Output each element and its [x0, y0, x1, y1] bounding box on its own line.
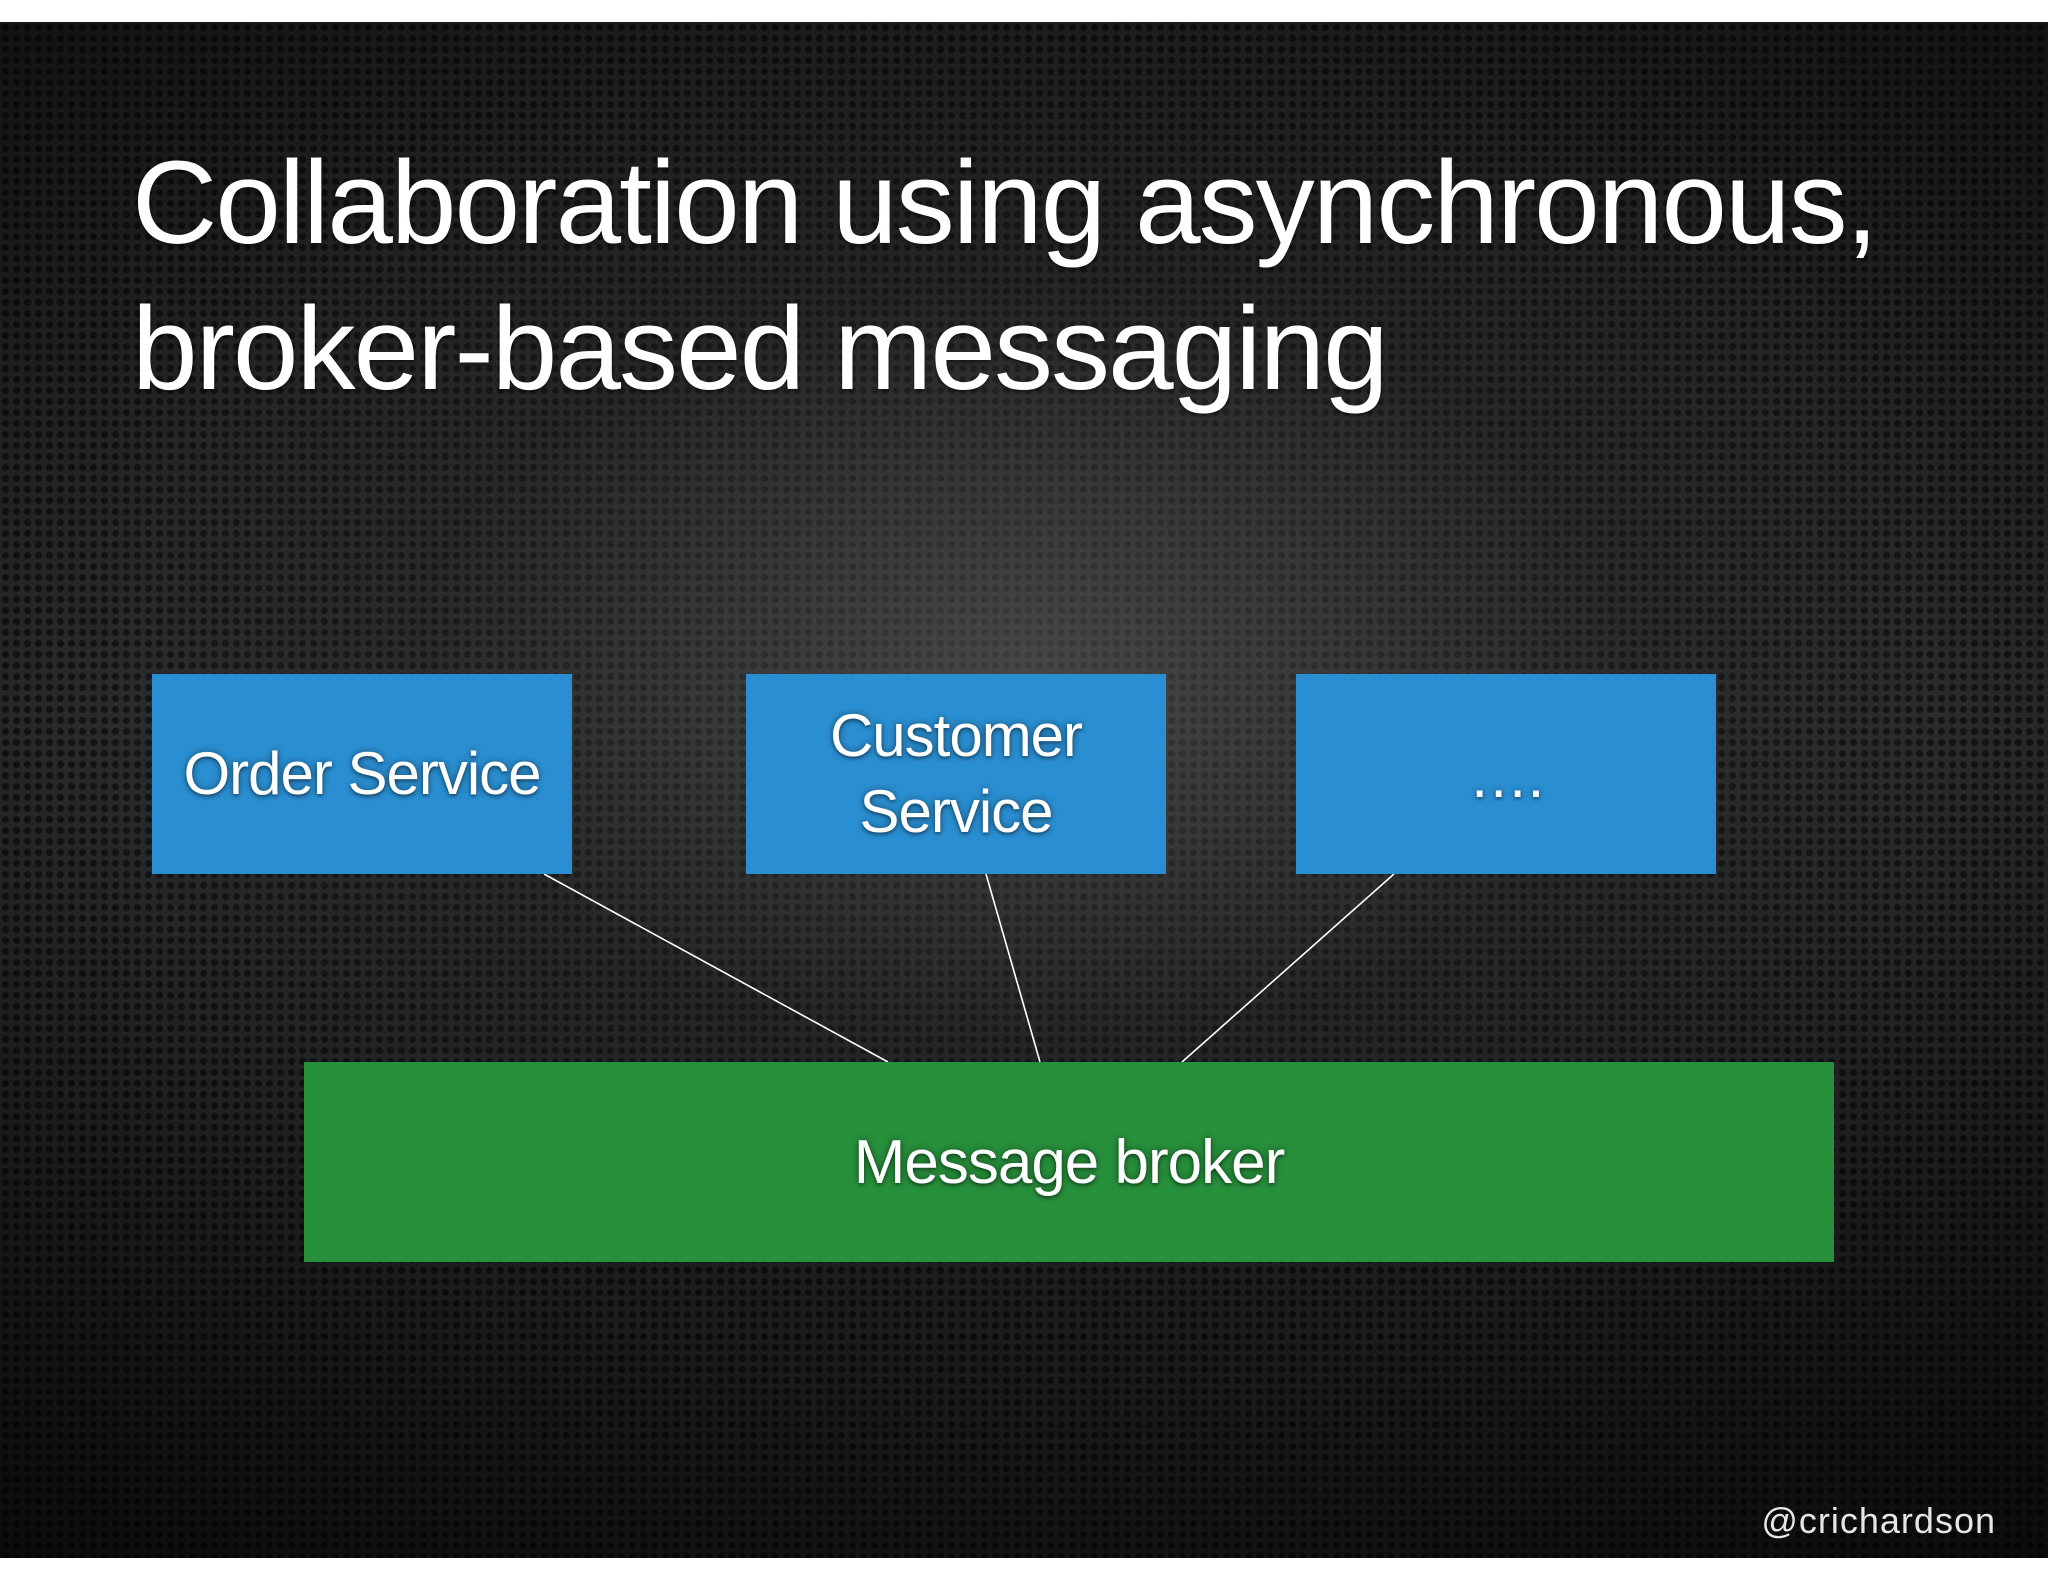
customer-service-label-line-2: Service: [859, 778, 1053, 845]
order-service-box: Order Service: [152, 674, 572, 874]
connector-order-to-broker: [543, 873, 889, 1063]
slide-title-line-1: Collaboration using asynchronous,: [132, 137, 1878, 269]
more-services-box: ….: [1296, 674, 1716, 874]
customer-service-label-line-1: Customer: [829, 702, 1083, 769]
message-broker-label: Message broker: [853, 1127, 1286, 1197]
slide: Collaboration using asynchronous, broker…: [0, 22, 2048, 1558]
slide-title-line-2: broker-based messaging: [132, 283, 1389, 415]
connector-customer-to-broker: [985, 873, 1041, 1063]
more-services-label: ….: [1468, 743, 1545, 810]
author-handle: @crichardson: [1761, 1500, 1996, 1541]
connector-more-to-broker: [1181, 873, 1395, 1063]
connector-lines: [543, 873, 1395, 1063]
customer-service-box: Customer Service: [746, 674, 1166, 874]
slide-title: Collaboration using asynchronous, broker…: [132, 130, 1952, 422]
order-service-label: Order Service: [183, 740, 541, 807]
message-broker-box: Message broker: [304, 1062, 1834, 1262]
